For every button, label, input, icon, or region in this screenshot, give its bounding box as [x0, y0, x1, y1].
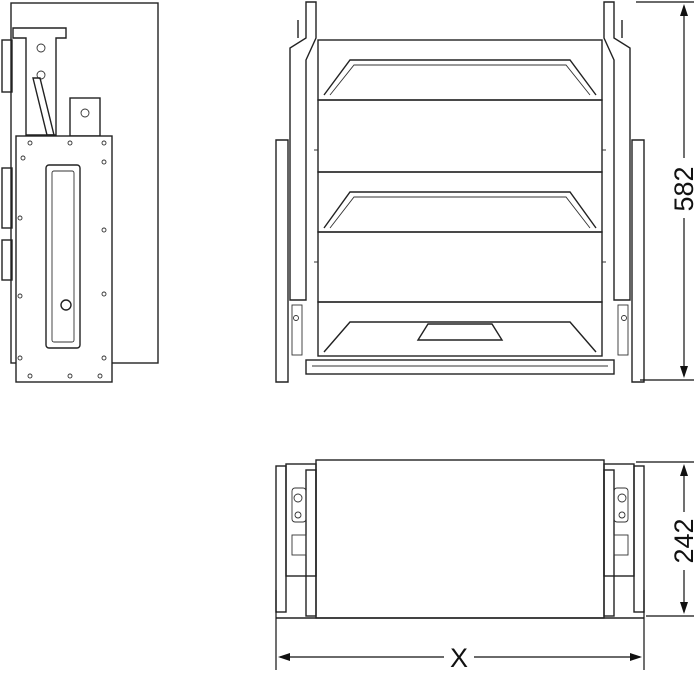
top-right-inner-rail — [603, 469, 615, 617]
shelf-tier-3-tray — [323, 321, 597, 353]
shelf-tier-2-tray — [323, 191, 597, 229]
shelf-divider-1 — [317, 99, 603, 173]
plate-slot-inner — [51, 170, 75, 343]
shelf-tier-2-frame — [317, 171, 603, 233]
edge-clip — [1, 167, 13, 229]
shelf-tier-2-lip — [329, 196, 591, 229]
right-side-frame — [603, 1, 631, 301]
top-mechanism-details — [291, 487, 629, 556]
lift-arm — [32, 77, 55, 136]
width-label: X — [450, 643, 468, 673]
mounting-bracket — [12, 27, 67, 136]
top-left-mechanism — [285, 463, 317, 577]
shelf-tier-1-tray — [323, 59, 597, 96]
edge-clip — [1, 39, 13, 93]
right-lower-bracket — [631, 139, 645, 383]
width-dimension: X — [275, 590, 645, 673]
slot-pivot — [60, 299, 72, 311]
height-label: 582 — [669, 166, 699, 211]
base-rail — [305, 359, 615, 375]
shelf-tier-1-frame — [317, 39, 603, 101]
depth-dimension: 242 — [636, 461, 699, 617]
left-side-frame — [289, 1, 317, 301]
shelf-divider-2 — [317, 231, 603, 303]
height-dimension: 582 — [636, 1, 699, 381]
bracket-hole — [36, 43, 46, 53]
front-view: 582 — [275, 1, 699, 383]
shelf-tier-3-frame — [317, 301, 603, 357]
edge-clip — [1, 239, 13, 281]
mechanism-plate — [15, 135, 113, 383]
top-right-mechanism — [603, 463, 635, 577]
plate-screws — [17, 140, 107, 379]
top-left-outer-rail — [275, 465, 287, 613]
side-mechanism-details — [291, 149, 629, 356]
top-body — [315, 459, 605, 619]
shelf-tier-3-handle — [416, 323, 504, 341]
top-right-outer-rail — [633, 465, 645, 613]
rear-bracket-hole — [80, 108, 90, 118]
left-lower-bracket — [275, 139, 289, 383]
top-view: 242 X — [275, 459, 699, 673]
shelf-tier-1-lip — [329, 64, 591, 96]
top-left-inner-rail — [305, 469, 317, 617]
plate-slot — [45, 164, 81, 349]
bracket-hole — [36, 70, 46, 80]
depth-label: 242 — [669, 518, 699, 563]
side-view — [1, 2, 159, 383]
